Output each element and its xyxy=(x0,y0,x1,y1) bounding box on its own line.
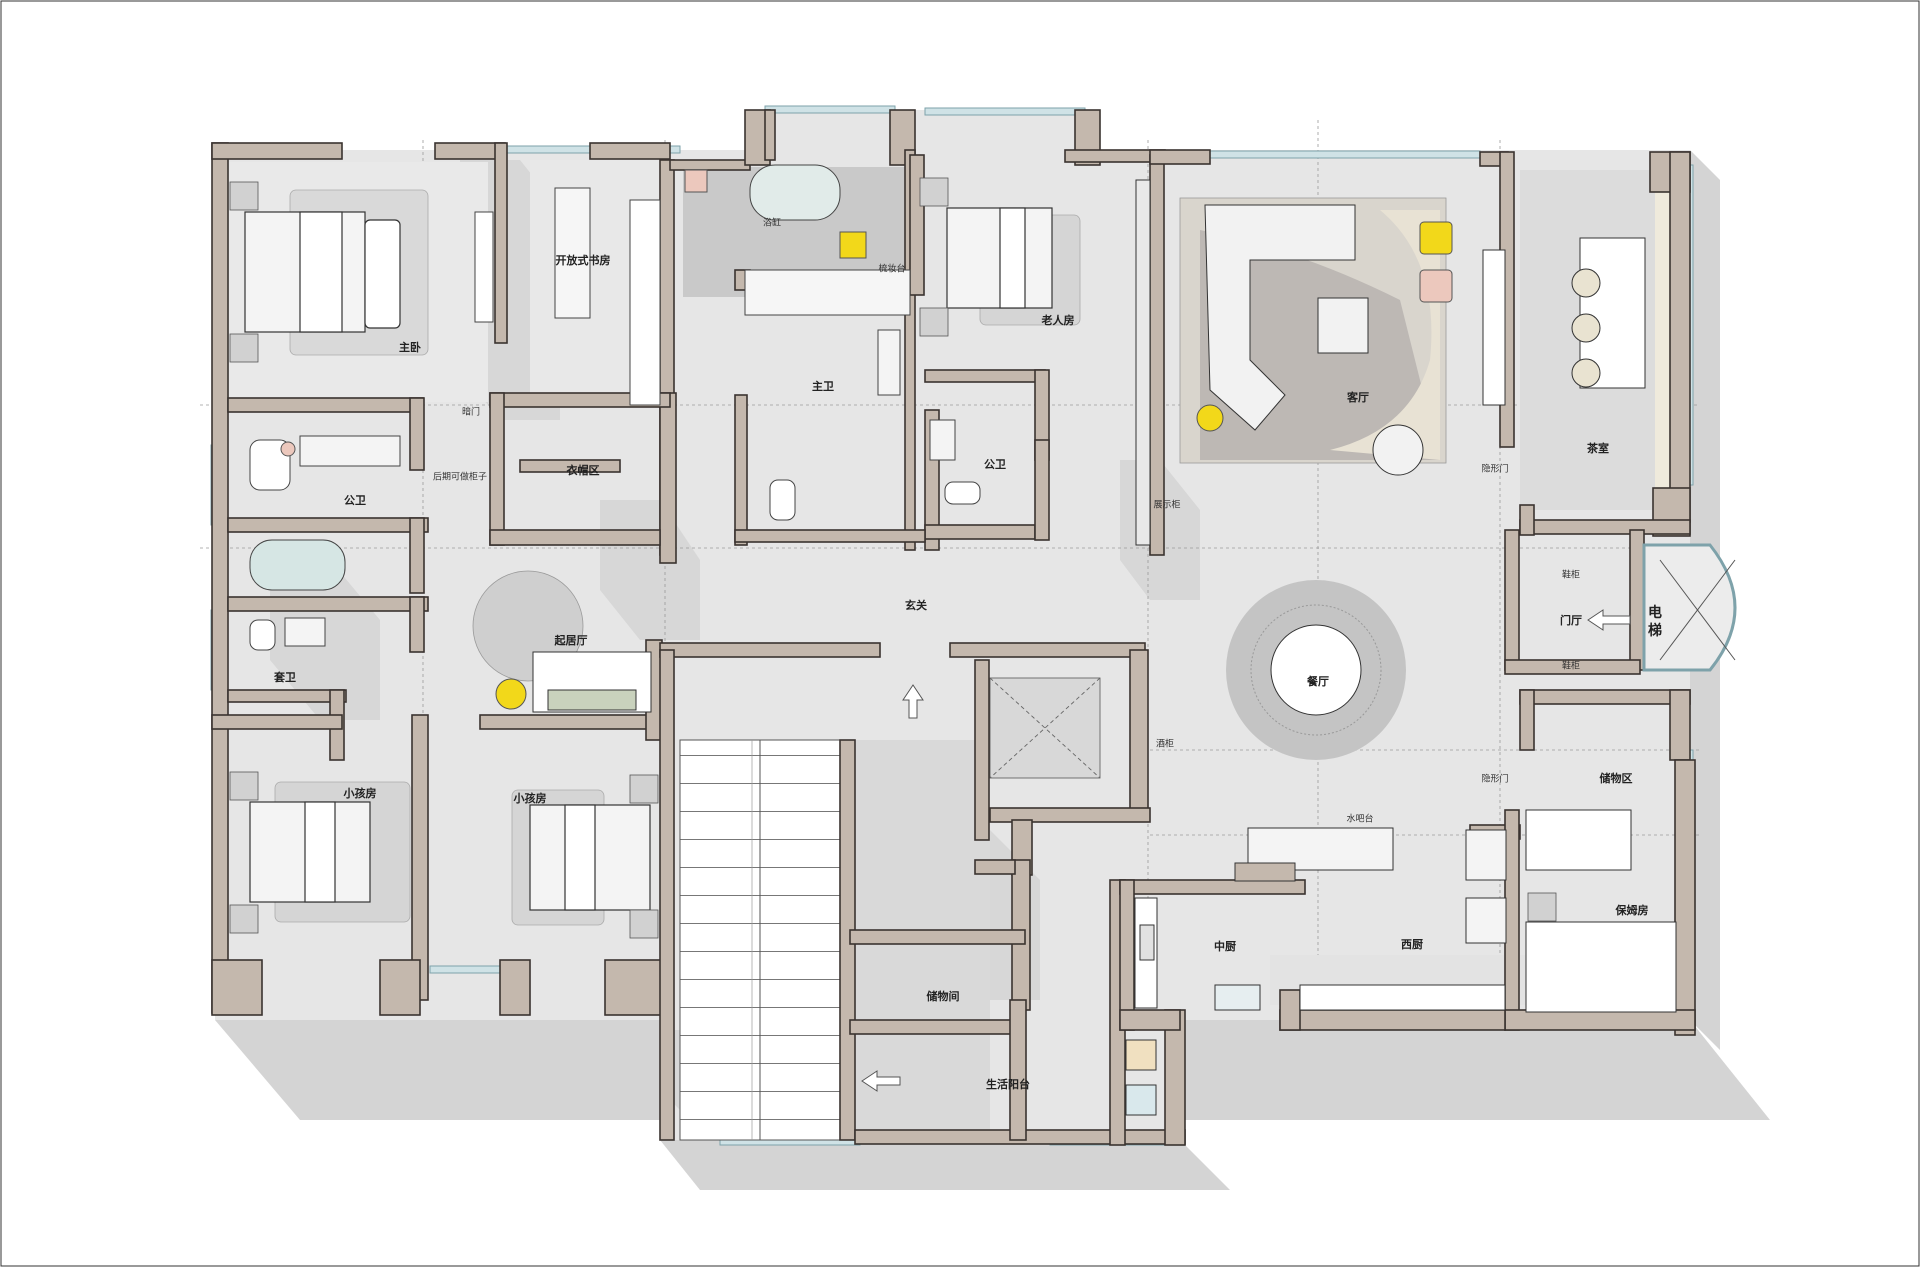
label-dining-room: 餐厅 xyxy=(1307,675,1329,688)
family-sofa xyxy=(532,651,652,713)
direction-arrows xyxy=(861,609,1631,1092)
label-hidden-door-2: 隐形门 xyxy=(1481,464,1509,475)
elevator xyxy=(1642,543,1737,672)
label-hidden-door-1: 暗门 xyxy=(461,407,481,418)
kitchen xyxy=(1125,809,1677,1116)
label-kids-room-2: 小孩房 xyxy=(513,792,547,805)
label-storage-area: 储物区 xyxy=(1599,772,1633,785)
living-furniture xyxy=(1135,179,1646,546)
label-cloakroom: 衣帽区 xyxy=(566,464,600,477)
label-family-room: 起居厅 xyxy=(554,634,588,647)
label-foyer: 门厅 xyxy=(1560,614,1582,627)
label-master-bedroom: 主卧 xyxy=(399,341,421,354)
label-public-bath-left: 公卫 xyxy=(344,494,366,507)
label-wine-cabinet: 酒柜 xyxy=(1155,739,1175,750)
dining-table xyxy=(1250,604,1382,736)
walls xyxy=(211,109,1696,1146)
label-chinese-kitchen: 中厨 xyxy=(1214,940,1236,953)
bath-fixtures xyxy=(249,164,981,651)
label-shoe-cabinet-1: 鞋柜 xyxy=(1561,570,1581,581)
label-public-bath-mid: 公卫 xyxy=(984,458,1006,471)
label-suite-bath: 套卫 xyxy=(274,671,296,684)
beds xyxy=(244,207,1053,911)
label-rear-cabinet: 后期可做柜子 xyxy=(432,472,488,483)
nightstands xyxy=(229,177,1557,939)
label-elder-room: 老人房 xyxy=(1041,314,1075,327)
label-master-bath: 主卫 xyxy=(812,380,834,393)
label-nanny-room: 保姆房 xyxy=(1615,904,1649,917)
label-display-cabinet: 展示柜 xyxy=(1153,500,1181,511)
label-bathtub: 浴缸 xyxy=(762,218,782,229)
label-entrance: 玄关 xyxy=(905,599,927,612)
label-elevator-1: 电 xyxy=(1648,605,1662,621)
label-water-bar: 水吧台 xyxy=(1346,814,1374,825)
label-storage-room: 储物间 xyxy=(926,990,960,1003)
label-kids-room-1: 小孩房 xyxy=(343,787,377,800)
label-shoe-cabinet-2: 鞋柜 xyxy=(1561,661,1581,672)
label-tea-room: 茶室 xyxy=(1587,442,1609,455)
label-living-room: 客厅 xyxy=(1347,391,1369,404)
label-western-kitchen: 西厨 xyxy=(1401,938,1423,951)
label-service-balcony: 生活阳台 xyxy=(986,1078,1030,1091)
label-vanity: 梳妆台 xyxy=(878,264,906,275)
label-hidden-door-3: 隐形门 xyxy=(1481,774,1509,785)
label-elevator-2: 梯 xyxy=(1648,623,1662,639)
label-open-study: 开放式书房 xyxy=(555,254,611,267)
void-shaft xyxy=(989,677,1101,779)
